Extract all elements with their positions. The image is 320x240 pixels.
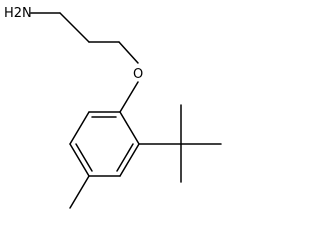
bond-o-ring [119, 81, 139, 113]
ring-bond-5-inner [116, 143, 134, 172]
ring-bond-3-inner [75, 143, 93, 172]
bond-c3-o [118, 41, 139, 64]
bond-methyl [69, 175, 90, 209]
chemical-structure: H2N O [4, 6, 222, 209]
amine-label: H2N [4, 6, 32, 21]
bond-c1-c2 [59, 12, 90, 43]
ring-bond-6 [119, 111, 140, 145]
ring-bond-3 [69, 143, 90, 177]
ring-bond-2 [69, 111, 90, 145]
oxygen-label: O [133, 67, 143, 82]
ring-bond-5 [119, 143, 140, 177]
